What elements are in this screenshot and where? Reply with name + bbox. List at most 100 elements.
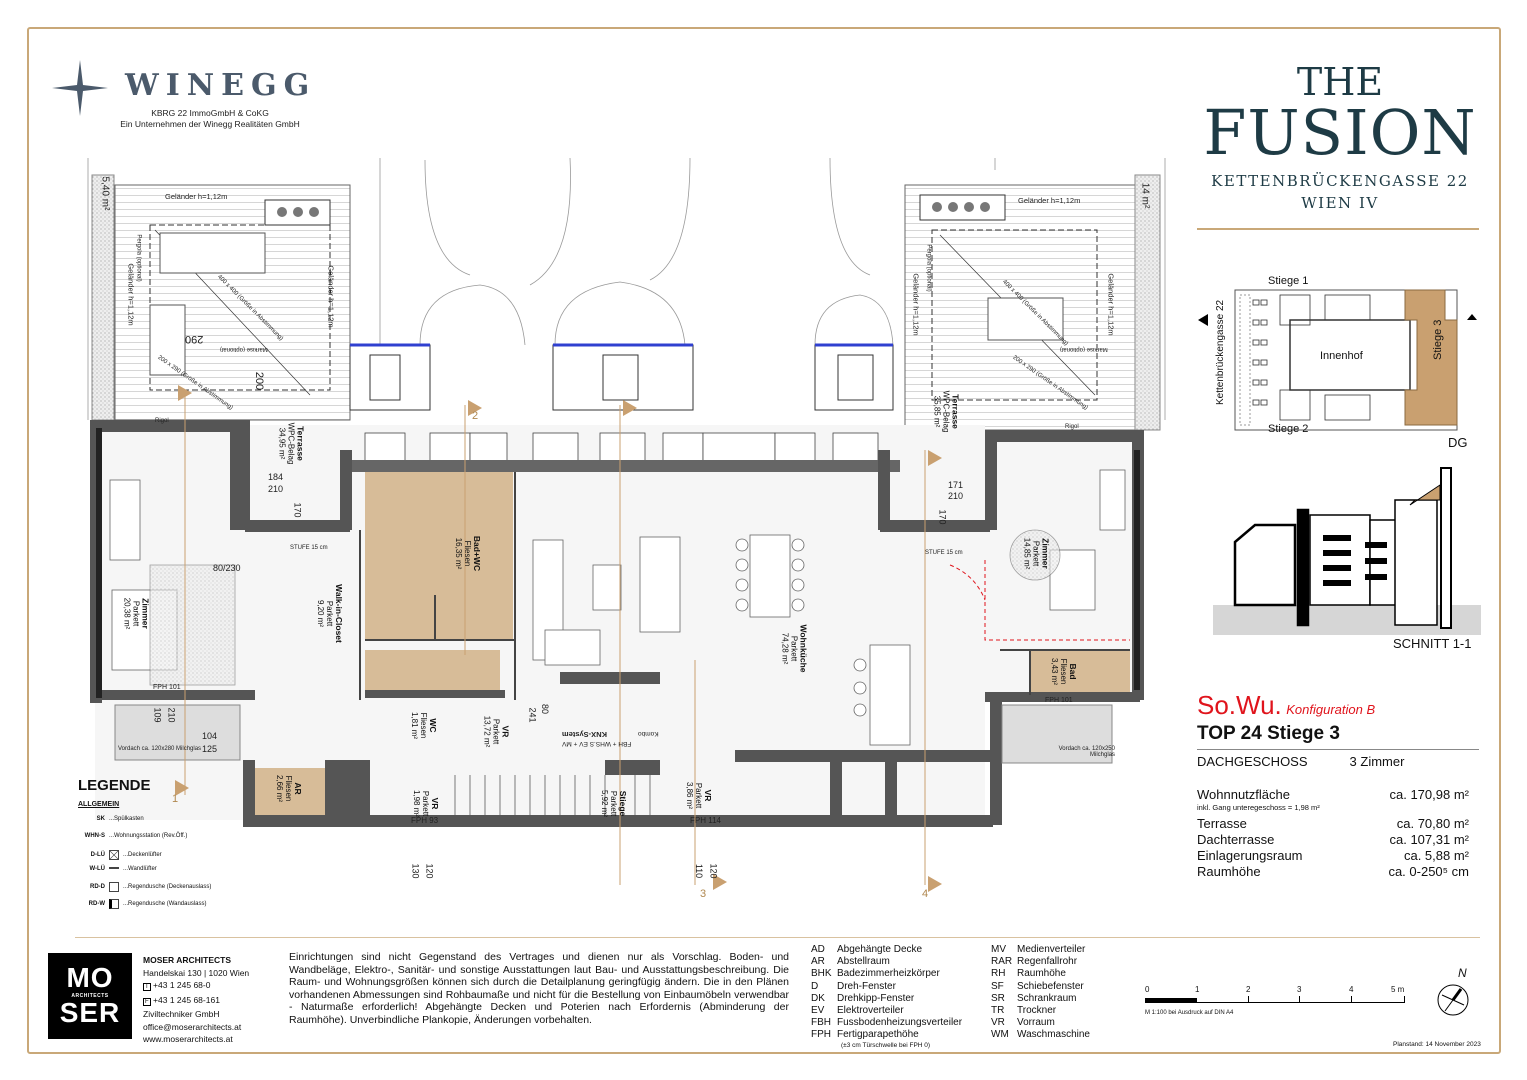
section-marker-right (1467, 314, 1477, 320)
area-label: Wohnnutzfläche (1197, 787, 1290, 802)
scale-bar: 0 1 2 3 4 5 m M 1:100 bei Ausdruck auf D… (1145, 985, 1405, 1016)
architect-website[interactable]: www.moserarchitects.at (143, 1034, 233, 1044)
page-frame (27, 27, 1501, 1054)
project-name: FUSION (1203, 96, 1477, 169)
pergola-outline-right (931, 229, 1098, 401)
keyplan-stiege3: Stiege 3 (1432, 319, 1444, 360)
fph-label: FPH 114 (690, 816, 721, 825)
section-marker: 3 (700, 888, 707, 900)
area-value: ca. 70,80 m² (1396, 816, 1469, 831)
developer-logo: WINEGG (125, 68, 317, 103)
unit-info: So.Wu. Konfiguration B TOP 24 Stiege 3 D… (1197, 690, 1479, 880)
key-plan (1198, 289, 1481, 635)
pergola-label: Pergola (optional) (135, 234, 142, 282)
railing-label: Geländer h=1,12m (911, 273, 921, 336)
section-marker-left (1198, 314, 1208, 326)
knx-label: KNX-System (562, 730, 608, 739)
door-dimension: 80/230 (213, 563, 241, 573)
winegg-star-icon (52, 60, 108, 116)
disclaimer: Einrichtungen sind nicht Gegenstand des … (289, 951, 789, 1026)
area-label: Dachterrasse (1197, 832, 1275, 847)
rain-shower-icon (109, 882, 119, 892)
fph-label: FPH 101 (1045, 697, 1073, 704)
developer-info: KBRG 22 ImmoGmbH & CoKG Ein Unternehmen … (110, 108, 310, 130)
storage-room (250, 768, 325, 818)
dimension: 200 (253, 371, 266, 391)
project-the: THE (1296, 60, 1384, 104)
fax-icon: F (143, 997, 151, 1006)
legend-item: WHN-S...Wohnungsstation (Rev.Öff.) (84, 833, 188, 839)
railing-label: Geländer h=1,12m (1106, 273, 1116, 336)
awning-label: Markise (optional) (1060, 346, 1108, 352)
dimension: 110 (694, 863, 705, 879)
area-label: Raumhöhe (1197, 864, 1261, 879)
planter-area-label: 5,40 m² (99, 176, 111, 211)
project-city: WIEN IV (1301, 194, 1379, 212)
section-label: SCHNITT 1-1 (1393, 636, 1472, 651)
project-logo: THE FUSION KETTENBRÜCKENGASSE 22 WIEN IV (1200, 62, 1480, 212)
section-marker: 1 (172, 793, 179, 805)
keyplan-stiege2: Stiege 2 (1268, 423, 1309, 435)
project-street: KETTENBRÜCKENGASSE 22 (1211, 172, 1469, 190)
railing-label: Geländer h=1,12m (1018, 196, 1081, 205)
canopy-left (114, 704, 241, 761)
dimension: 290 (185, 333, 204, 345)
canopy-label: Vordach ca. 120x250 Milchglas (1058, 746, 1115, 758)
divider (1197, 228, 1479, 230)
dimension: 210 (268, 484, 284, 494)
dimension: 241 (527, 707, 538, 723)
north-arrow-icon (1437, 984, 1469, 1016)
planter-area-label: 14 m² (1139, 182, 1151, 209)
north-label: N (1458, 966, 1467, 980)
section-marker: 2 (472, 410, 479, 422)
legend-item: W-LÜ...Wandlüfter (89, 866, 157, 872)
fbh-label: FBH + WHS.S EV + MV (562, 740, 632, 747)
step-label: STUFE 15 cm (290, 545, 328, 551)
section-marker: 4 (922, 888, 929, 900)
legend-item: SK...Spülkasten (96, 816, 144, 822)
dimension: 170 (292, 502, 303, 518)
dimension: 130 (410, 863, 421, 879)
unit-config: Konfiguration B (1286, 702, 1376, 717)
legend-item: D-LÜ...Deckenlüfter (90, 850, 162, 860)
dimension: 120 (424, 863, 435, 879)
keyplan-stiege1: Stiege 1 (1268, 275, 1309, 287)
wall-shower-icon (109, 899, 119, 909)
fph-label: FPH 93 (411, 816, 439, 825)
footer-divider (75, 937, 1480, 938)
dimension: 125 (202, 744, 218, 754)
developer-line1: KBRG 22 ImmoGmbH & CoKG (151, 108, 269, 118)
kombo-label: Kombo (638, 730, 659, 737)
legend-item: RD-D...Regendusche (Deckenauslass) (90, 882, 212, 892)
dimension: 210 (166, 707, 177, 723)
canopy-right (1001, 704, 1113, 764)
dimension: 210 (948, 491, 964, 501)
dimension: 120 (708, 863, 719, 879)
planter-right (1134, 174, 1161, 431)
keyplan-floor: DG (1448, 435, 1468, 450)
plan-date: Planstand: 14 November 2023 (1393, 1041, 1481, 1048)
area-label: Terrasse (1197, 816, 1247, 831)
wc (365, 650, 500, 695)
unit-floor: DACHGESCHOSS (1197, 754, 1308, 769)
canopy-label: Vordach ca. 120x280 Milchglas (118, 746, 202, 752)
floor-plan (87, 157, 1166, 892)
railing-label: Geländer h=1,12m (165, 192, 228, 201)
architect-info: MOSER ARCHITECTS Handelskai 130 | 1020 W… (143, 955, 250, 1044)
architect-email[interactable]: office@moserarchitects.at (143, 1021, 242, 1032)
dimension: 104 (202, 731, 218, 741)
divider (1197, 749, 1479, 750)
area-label: Einlagerungsraum (1197, 848, 1303, 863)
